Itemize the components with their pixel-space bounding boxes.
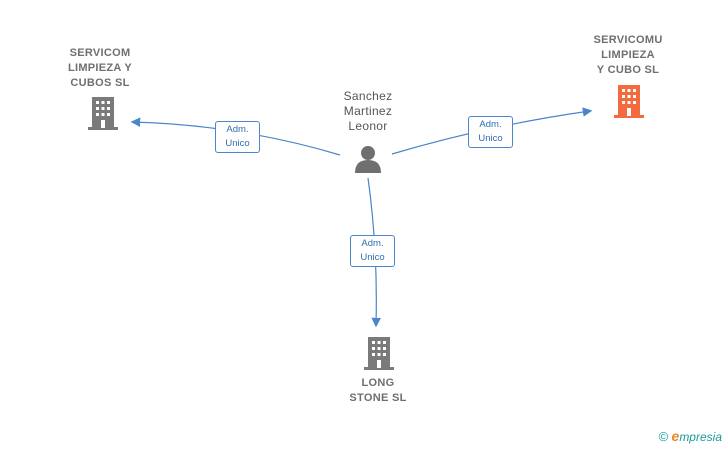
- label-line: Sanchez: [343, 89, 393, 103]
- company-left-label[interactable]: SERVICOM LIMPIEZA Y CUBOS SL: [50, 46, 150, 91]
- edge-label-line: Unico: [225, 138, 250, 149]
- label-line: SERVICOMU: [593, 34, 663, 46]
- person-label[interactable]: Sanchez Martinez Leonor: [318, 89, 418, 134]
- brand-logo: © empresia: [659, 428, 722, 444]
- label-line: LIMPIEZA Y: [67, 62, 133, 74]
- edge-label-line: Unico: [360, 252, 385, 263]
- edge-label-line: Adm.: [479, 119, 502, 130]
- company-right-label[interactable]: SERVICOMU LIMPIEZA Y CUBO SL: [578, 33, 678, 78]
- label-line: LONG: [361, 377, 395, 389]
- label-line: STONE SL: [349, 392, 407, 404]
- label-line: Y CUBO SL: [596, 64, 660, 76]
- edge-bottom-label[interactable]: Adm. Unico: [350, 235, 395, 267]
- edge-label-line: Unico: [478, 133, 503, 144]
- label-line: Leonor: [348, 119, 388, 133]
- building-icon-highlight[interactable]: [614, 85, 644, 118]
- label-line: CUBOS SL: [70, 77, 130, 89]
- edge-label-line: Adm.: [361, 238, 384, 249]
- edge-left-label[interactable]: Adm. Unico: [215, 121, 260, 153]
- label-line: SERVICOM: [69, 47, 131, 59]
- brand-initial: e: [671, 428, 680, 444]
- person-icon[interactable]: [355, 146, 381, 173]
- edge-right-label[interactable]: Adm. Unico: [468, 116, 513, 148]
- brand-name: mpresia: [679, 430, 722, 444]
- company-bottom-label[interactable]: LONG STONE SL: [328, 376, 428, 406]
- copyright-symbol: ©: [658, 429, 669, 444]
- label-line: Martinez: [343, 104, 393, 118]
- edge-label-line: Adm.: [226, 124, 249, 135]
- building-icon[interactable]: [364, 337, 394, 370]
- label-line: LIMPIEZA: [601, 49, 655, 61]
- building-icon[interactable]: [88, 97, 118, 130]
